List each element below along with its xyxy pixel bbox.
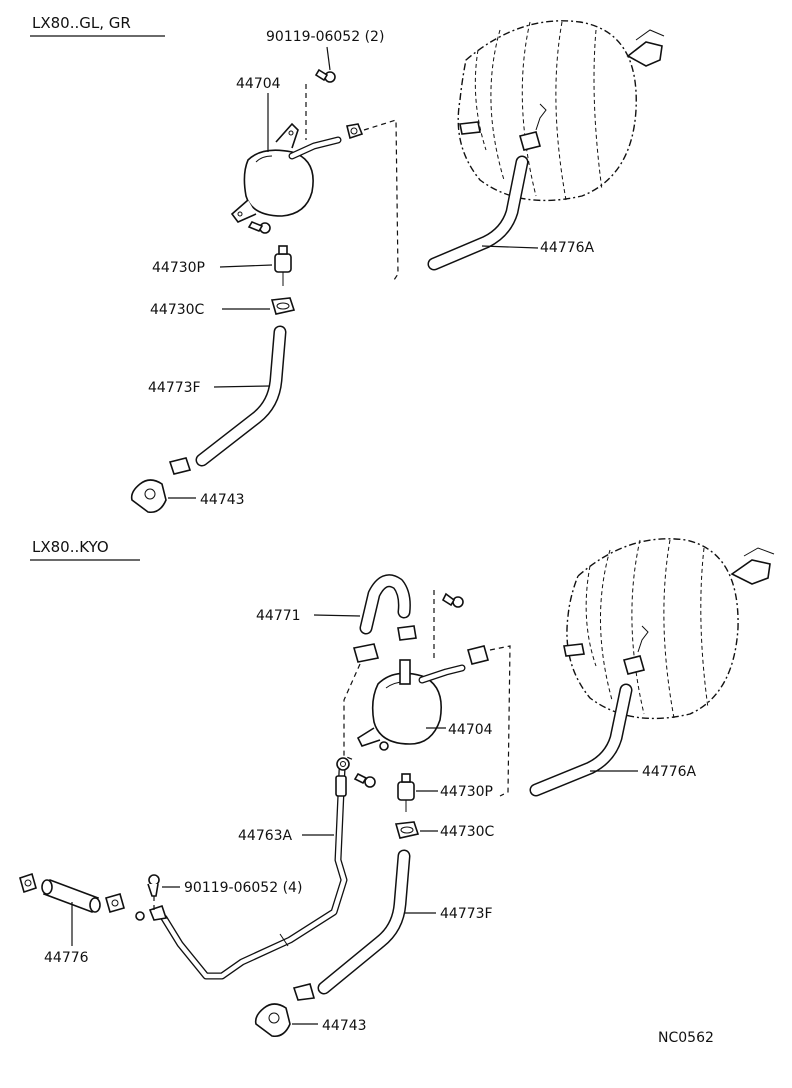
bottom-hose-short-part xyxy=(19,872,125,914)
top-tank-part xyxy=(230,122,342,234)
top-clamp-label: 44730C xyxy=(150,302,205,318)
bottom-tank-dash-right xyxy=(489,645,511,797)
bottom-plug-part xyxy=(397,773,415,812)
bottom-upper-clamps xyxy=(352,625,489,665)
top-bolt-leader xyxy=(326,46,331,71)
bottom-pipe-part xyxy=(135,757,350,980)
top-check-part xyxy=(130,457,192,514)
top-bolt-part xyxy=(314,68,336,83)
bottom-check-label: 44743 xyxy=(322,1018,367,1034)
top-hose-a-part xyxy=(427,155,529,271)
top-clamp-part xyxy=(270,297,296,315)
bottom-clamp-label: 44730C xyxy=(440,824,495,840)
bottom-hose-short-label: 44776 xyxy=(44,950,89,966)
bottom-tank-label: 44704 xyxy=(448,722,493,738)
top-section: LX80..GL, GR 90119-06052 (2) 44704 xyxy=(30,14,665,514)
bottom-hose-bend-leader xyxy=(313,614,361,617)
bottom-section: LX80..KYO 44771 xyxy=(19,538,775,1038)
bottom-hose-f-label: 44773F xyxy=(440,906,493,922)
bottom-hose-bend-part xyxy=(359,574,411,635)
bottom-hose-bend-label: 44771 xyxy=(256,608,301,624)
bottom-clamp-part xyxy=(394,821,420,839)
top-brake-booster xyxy=(457,20,665,202)
bottom-bolt-label: 90119-06052 (4) xyxy=(184,880,302,896)
top-plug-part xyxy=(274,245,292,286)
bottom-hose-f-part xyxy=(317,849,411,995)
top-hose-f-label: 44773F xyxy=(148,380,201,396)
top-connection-dash xyxy=(363,119,399,281)
top-section-header: LX80..GL, GR xyxy=(32,14,131,32)
bottom-hose-a-label: 44776A xyxy=(642,764,697,780)
bottom-brake-booster xyxy=(563,538,775,720)
top-hose-a-label: 44776A xyxy=(540,240,595,256)
bottom-check-part xyxy=(254,983,316,1038)
top-check-label: 44743 xyxy=(200,492,245,508)
bottom-plug-label: 44730P xyxy=(440,784,493,800)
top-tank-label: 44704 xyxy=(236,76,281,92)
top-outlet-clamp xyxy=(346,123,364,140)
bottom-upper-bolt xyxy=(441,592,464,608)
bottom-hose-a-part xyxy=(529,683,633,797)
bottom-bolt-part xyxy=(147,874,160,897)
bottom-tank-part xyxy=(353,659,466,788)
top-bolt-label: 90119-06052 (2) xyxy=(266,29,384,45)
bottom-section-header: LX80..KYO xyxy=(32,538,109,556)
bottom-pipe-label: 44763A xyxy=(238,828,293,844)
figure-code: NC0562 xyxy=(658,1030,714,1046)
bottom-tank-dash-left xyxy=(343,663,361,761)
top-hose-f-part xyxy=(195,325,287,467)
top-hose-a-leader xyxy=(481,245,539,249)
top-hose-f-leader xyxy=(213,385,271,388)
top-plug-leader xyxy=(219,264,273,268)
top-plug-label: 44730P xyxy=(152,260,205,276)
